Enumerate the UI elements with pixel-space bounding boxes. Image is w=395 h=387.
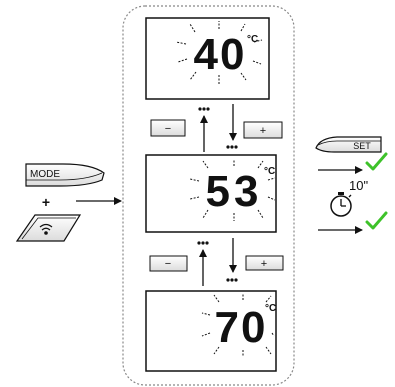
flash-rays [201,293,275,357]
stopwatch-icon [330,192,352,217]
plus-button-upper[interactable]: + [243,121,283,139]
display-top-value: 40 [194,30,247,79]
display-bottom: 70 °C [145,290,277,372]
display-middle-value: 53 [206,167,263,216]
checkmark-icon [365,152,388,171]
svg-text:−: − [165,123,171,135]
display-bottom-value: 70 [215,303,268,352]
display-bottom-unit: °C [265,303,276,314]
plus-sign: + [42,194,50,210]
wifi-icon [39,223,53,235]
svg-text:−: − [165,258,171,270]
timer-label: 10" [349,178,368,193]
minus-button-lower[interactable]: − [149,255,188,272]
display-top-unit: °C [247,34,258,45]
display-top: 40 °C [145,17,270,100]
flash-rays [189,159,276,221]
minus-button-upper[interactable]: − [150,119,186,137]
flash-rays [175,21,263,84]
plus-button-lower[interactable]: + [245,255,284,271]
svg-text:MODE: MODE [30,169,60,180]
dots-icon [197,241,238,282]
display-middle: 53 °C [145,154,277,233]
wifi-button[interactable] [15,214,82,242]
svg-text:SET: SET [353,141,371,151]
svg-text:+: + [261,258,267,270]
dots-icon [198,107,238,149]
display-middle-unit: °C [264,166,275,177]
device-outline [122,5,295,386]
checkmark-icon [365,211,388,230]
mode-button[interactable]: MODE [25,163,105,187]
set-button[interactable]: SET [315,136,382,153]
svg-text:+: + [260,125,266,137]
